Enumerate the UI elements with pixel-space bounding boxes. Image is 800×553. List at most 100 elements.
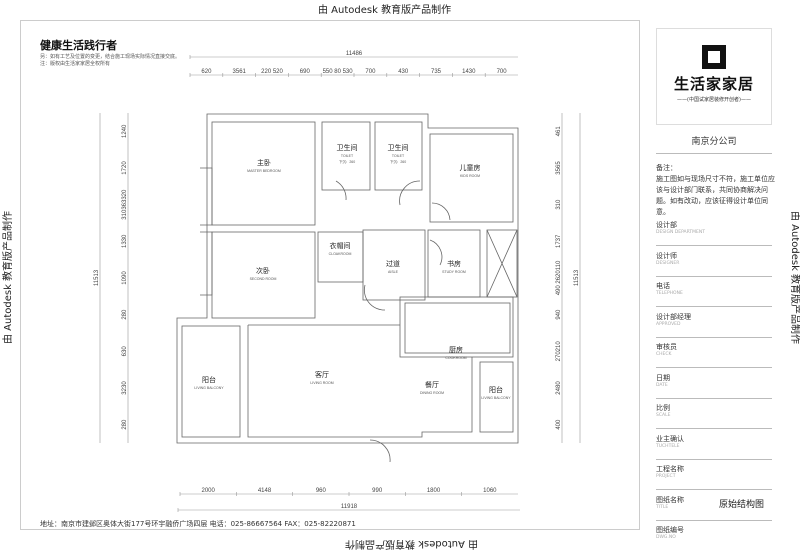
room-name: 卫生间 bbox=[388, 143, 409, 152]
row-label-en: DATE bbox=[656, 382, 668, 388]
room-name: 餐厅 bbox=[425, 380, 439, 389]
divider bbox=[656, 428, 772, 429]
row-label: 设计部经理 bbox=[656, 312, 691, 321]
divider bbox=[656, 275, 772, 277]
room-name-en: LIVING ROOM bbox=[310, 381, 333, 385]
room-label: 次卧 SECOND ROOM bbox=[250, 266, 277, 281]
dimension-label: 400 bbox=[556, 419, 562, 430]
row-label-en: APPROVED bbox=[656, 321, 681, 327]
dimension-label: 550 80 530 bbox=[323, 69, 354, 75]
room-label: 衣帽间 CLOAKROOM bbox=[329, 241, 352, 256]
dimension-label: 490 2620110 bbox=[556, 260, 562, 295]
row-label: 电话 bbox=[656, 282, 670, 290]
divider bbox=[656, 458, 772, 460]
watermark-top: 由 Autodesk 教育版产品制作 bbox=[318, 5, 452, 16]
room-label: 客厅 LIVING ROOM bbox=[310, 370, 333, 385]
divider bbox=[656, 336, 772, 338]
row-label: 业主确认 bbox=[656, 434, 684, 443]
room-name-en: CLOAKROOM bbox=[329, 252, 352, 256]
drawing-frame bbox=[20, 20, 640, 530]
room-name: 衣帽间 bbox=[330, 241, 351, 250]
row-label-en: DESIGNER bbox=[656, 260, 680, 266]
dimension-label: 960 bbox=[316, 488, 327, 494]
dimension-label: 2480 bbox=[556, 381, 562, 395]
room-name: 卫生间 bbox=[337, 143, 358, 152]
room-name-en: STUDY ROOM bbox=[442, 270, 466, 274]
room-label: 厨房 COOKROOM bbox=[445, 345, 466, 360]
dimension-label: 3230 bbox=[122, 381, 128, 395]
dimension-label: 620 bbox=[201, 69, 212, 75]
room-name: 儿童房 bbox=[460, 163, 481, 172]
row-label: 设计部 bbox=[656, 221, 677, 229]
room-name-en: SECOND ROOM bbox=[250, 277, 277, 281]
row-label: 工程名称 bbox=[656, 465, 684, 473]
divider bbox=[656, 519, 772, 521]
divider bbox=[656, 245, 772, 246]
row-label-en: DESIGN DEPARTMENT bbox=[656, 230, 705, 235]
dimension-label: 1430 bbox=[462, 69, 476, 75]
row-label-en: TITLE bbox=[656, 504, 669, 510]
room-name: 厨房 bbox=[449, 345, 463, 354]
dimension-label: 11918 bbox=[341, 504, 358, 510]
dimension-label: 990 bbox=[372, 488, 383, 494]
room-name-en: COOKROOM bbox=[445, 356, 466, 360]
divider bbox=[656, 306, 772, 307]
row-label-en: PROJECT bbox=[656, 474, 676, 479]
row-label-en: TUCHTELE bbox=[656, 443, 680, 449]
drawing-slogan: 健康生活践行者 bbox=[40, 39, 117, 52]
dimension-label: 3561 bbox=[233, 69, 247, 75]
dimension-label: 1720 bbox=[122, 161, 128, 175]
logo-subtitle: ——(中国试家居装修开创者)—— bbox=[677, 97, 751, 103]
dimension-label: 1330 bbox=[122, 234, 128, 248]
title-block: 生活家家居 ——(中国试家居装修开创者)—— 南京分公司 备注： 施工图如与现场… bbox=[645, 20, 793, 540]
room-name-en: TOILET bbox=[341, 154, 354, 158]
dimension-label: 280 bbox=[122, 309, 128, 320]
row-label: 设计师 bbox=[656, 251, 677, 260]
branch-name: 南京分公司 bbox=[691, 137, 737, 147]
dimension-label: 1737 bbox=[556, 234, 562, 248]
dimension-label: 3565 bbox=[556, 161, 562, 175]
row-label-en: CHECK bbox=[656, 352, 672, 357]
room-name-en: MASTER BEDROOM bbox=[247, 169, 281, 173]
header-note-1: 另：如有工艺及位置的变更，结合施工现场实际情况直接交底。 bbox=[40, 54, 181, 60]
dimension-label: 220 520 bbox=[261, 69, 283, 75]
room-name-en: TOILET bbox=[392, 154, 405, 158]
dimension-label: 1240 bbox=[122, 124, 128, 138]
row-label: 图纸编号 bbox=[656, 526, 684, 534]
room-name: 阳台 bbox=[489, 385, 503, 394]
room-name: 主卧 bbox=[257, 158, 271, 167]
dimension-label: 11513 bbox=[574, 269, 580, 286]
company-logo: 生活家家居 ——(中国试家居装修开创者)—— bbox=[656, 28, 772, 125]
room-name-en: DINING ROOM bbox=[420, 391, 444, 395]
dimension-label: 690 bbox=[300, 69, 311, 75]
dimension-label: 1090 bbox=[122, 271, 128, 285]
logo-mark-icon bbox=[702, 45, 726, 69]
room-name: 客厅 bbox=[315, 370, 329, 379]
row-label-en: DWG.NO bbox=[656, 535, 676, 540]
remark-text: 施工图如与现场尺寸不符，施工单位应该与设计部门联系，共同协商解决问题。如有改动，… bbox=[656, 175, 775, 216]
dimension-label: 280 bbox=[122, 419, 128, 430]
dimension-label: 700 bbox=[365, 69, 376, 75]
room-name: 阳台 bbox=[202, 375, 216, 384]
room-note: 下沉：260 bbox=[339, 159, 355, 164]
header-note-2: 注：版权由生活家家居全权所有 bbox=[40, 61, 111, 67]
dimension-label: 2000 bbox=[201, 488, 215, 494]
dimension-label: 4148 bbox=[258, 488, 272, 494]
dimension-label: 461 bbox=[556, 126, 562, 137]
row-label-en: SCALE bbox=[656, 413, 671, 418]
room-name: 次卧 bbox=[256, 266, 270, 275]
